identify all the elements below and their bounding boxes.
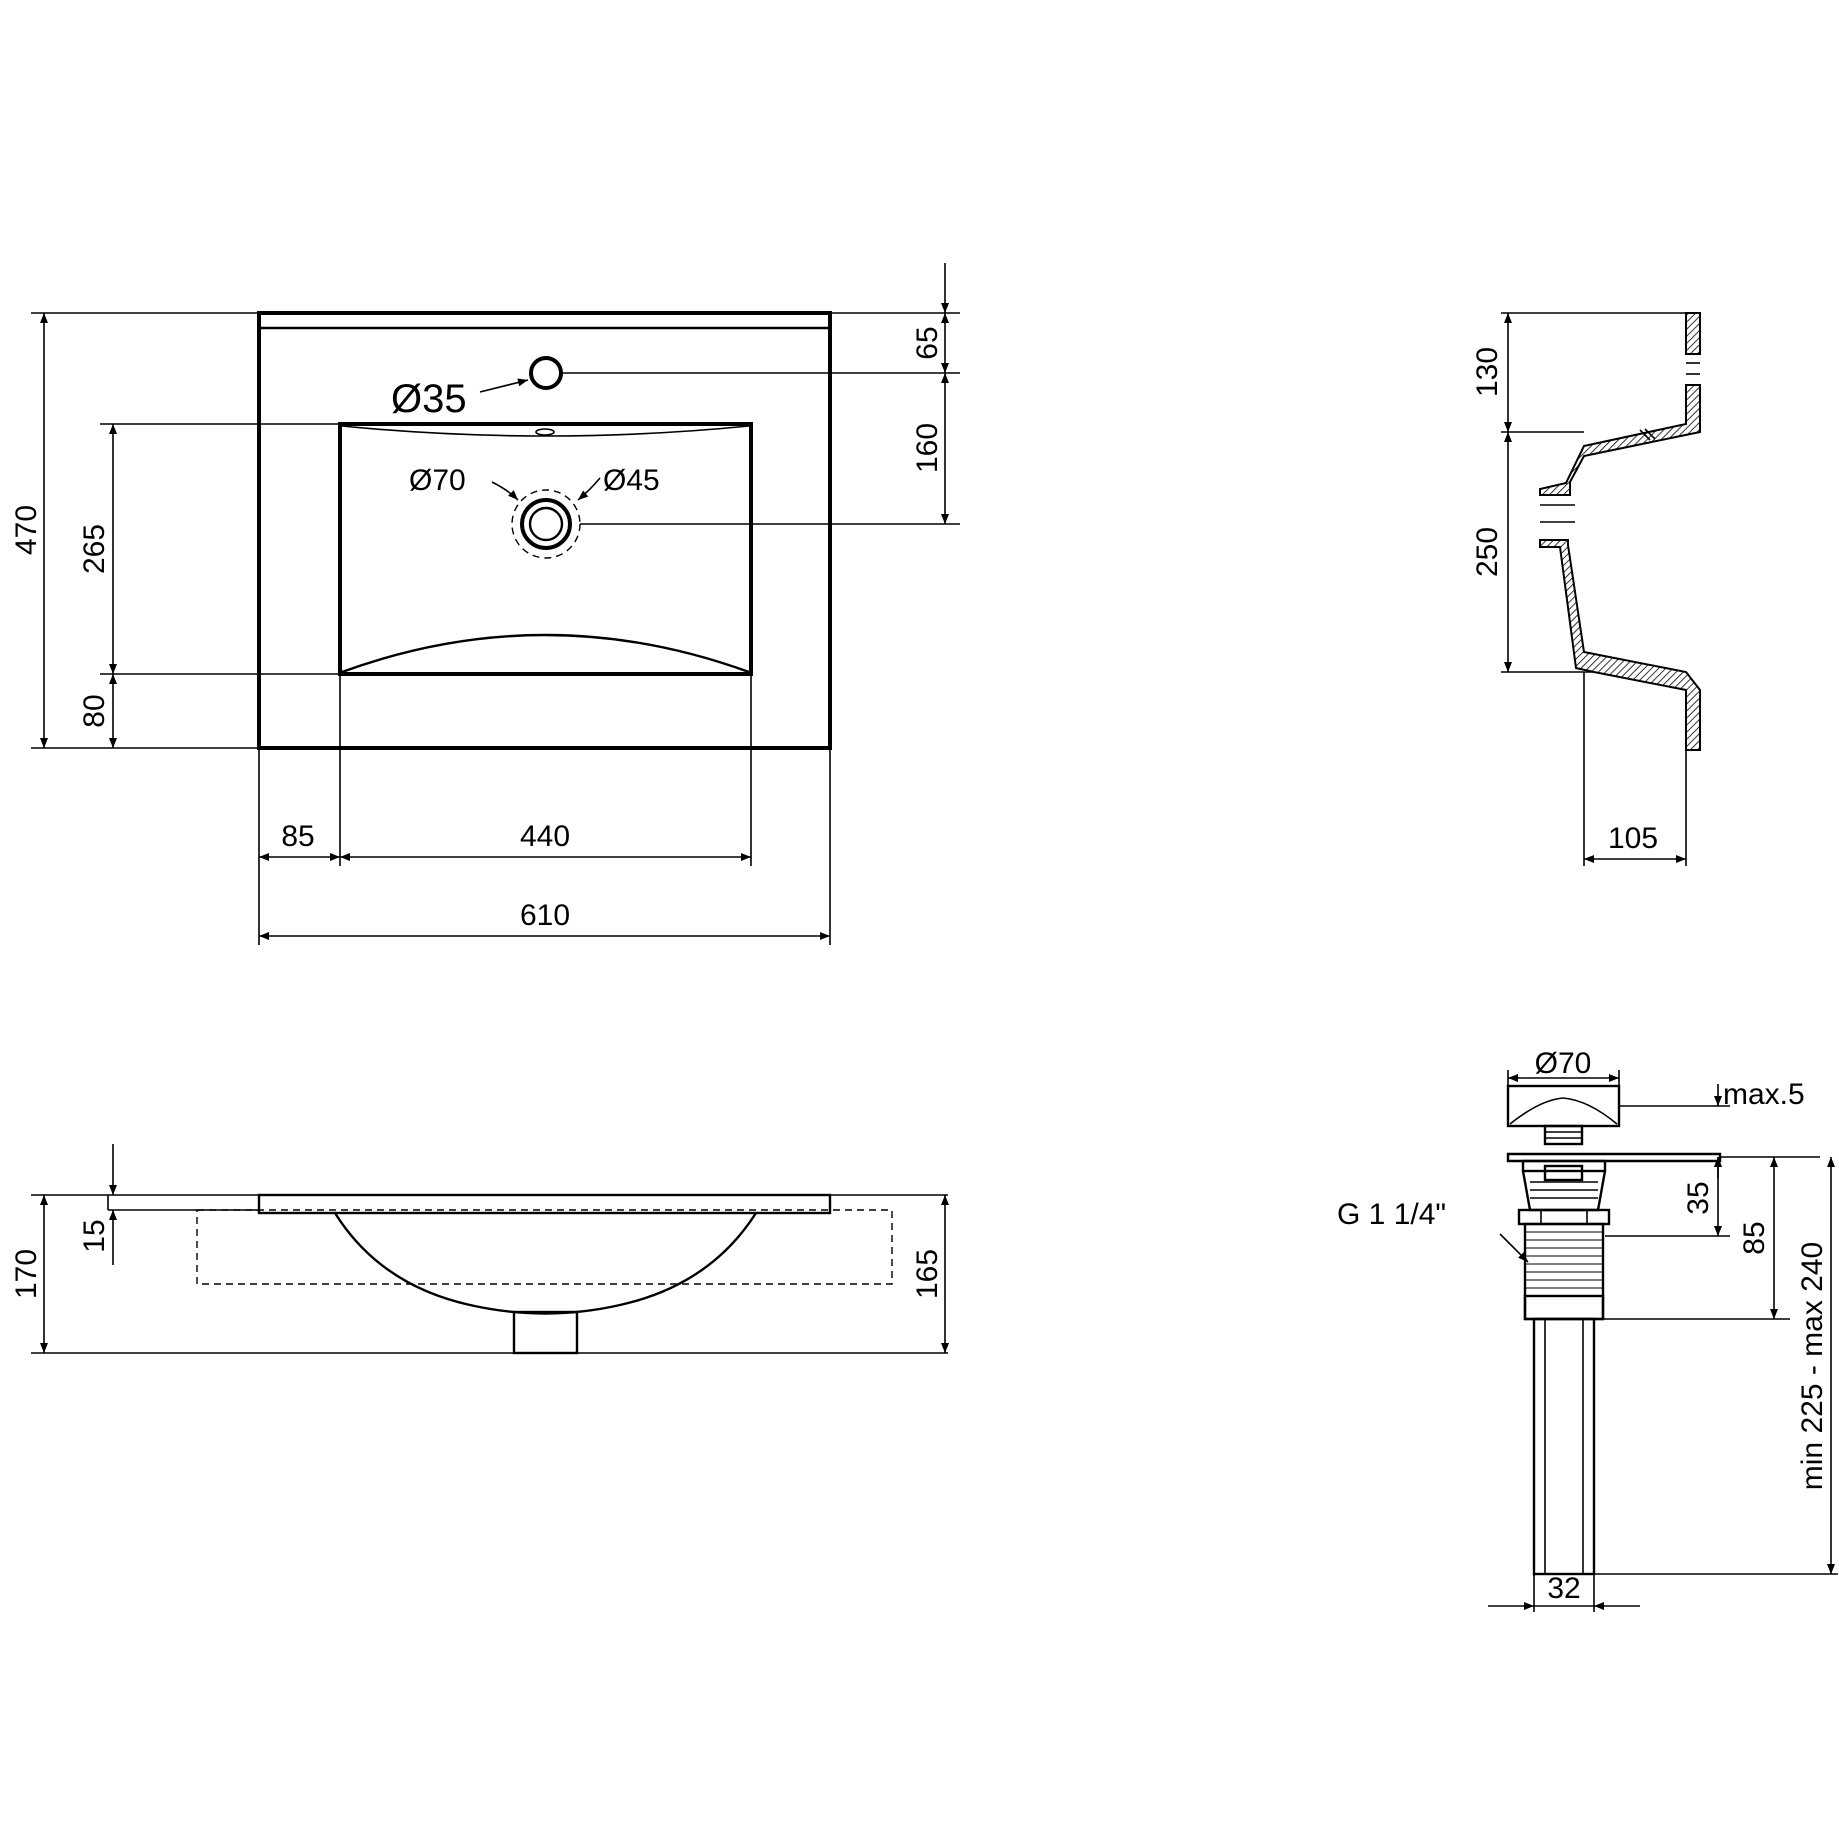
dim-bowl-depth: 265: [78, 524, 111, 574]
dim-section-bowl-height: 250: [1471, 527, 1504, 577]
dim-tap-to-drain: 160: [911, 423, 944, 473]
dim-front-total-height: 170: [10, 1249, 43, 1299]
dim-cap-diameter: Ø70: [1535, 1047, 1592, 1080]
dim-flange-height: 35: [1682, 1181, 1715, 1214]
drain-detail: Ø70 max.5 35 85 min 225 - max 240 G 1 1/…: [1337, 1047, 1838, 1612]
dim-rim-thickness: 15: [78, 1219, 111, 1252]
overflow-slot: [535, 428, 555, 436]
side-section: 130 250 105: [1471, 312, 1701, 866]
drain-outer-label: Ø70: [409, 464, 466, 497]
tap-hole-icon: [529, 356, 563, 390]
drain-tail: [1532, 1317, 1596, 1576]
drain-inner-label: Ø45: [603, 464, 660, 497]
section-body: [1539, 384, 1701, 496]
front-bowl: [333, 1212, 758, 1315]
top-view: Ø35 Ø70 Ø45 470 265 80 65 160 85 440 610: [10, 263, 960, 945]
section-rear-lip: [1685, 312, 1701, 355]
dim-overall-depth: 470: [10, 505, 43, 555]
drain-inner-icon: [528, 506, 564, 542]
dim-wall-depth: 105: [1608, 822, 1658, 855]
thread-lines: [1525, 1231, 1603, 1297]
front-drain-stub: [512, 1310, 579, 1355]
drain-nut: [1517, 1208, 1611, 1226]
bowl-rear-curve: [341, 425, 750, 437]
dim-tail-diameter: 32: [1547, 1572, 1580, 1605]
dim-front-margin: 80: [78, 694, 111, 727]
section-bowl-wall: [1539, 539, 1701, 751]
front-rim: [257, 1193, 832, 1215]
tap-hole-label: Ø35: [391, 377, 467, 421]
dim-thread-length: 85: [1738, 1221, 1771, 1254]
dim-overall-width: 610: [520, 899, 570, 932]
dim-tap-offset: 65: [911, 326, 944, 359]
cabinet-outline: [196, 1209, 893, 1285]
drain-ring-icon: [520, 498, 572, 550]
dim-left-margin: 85: [281, 820, 314, 853]
dim-max-projection: max.5: [1723, 1078, 1805, 1111]
basin-outline: [257, 311, 832, 750]
bowl-opening: [338, 422, 753, 676]
dim-front-bowl-height: 165: [911, 1249, 944, 1299]
drain-cap: [1506, 1084, 1621, 1128]
thread-spec-label: G 1 1/4": [1337, 1198, 1446, 1231]
bowl-front-curve: [341, 633, 750, 674]
front-view: 170 15 165: [10, 1144, 949, 1355]
dim-rear-height: 130: [1471, 347, 1504, 397]
dim-total-length: min 225 - max 240: [1796, 1242, 1829, 1490]
dim-bowl-width: 440: [520, 820, 570, 853]
